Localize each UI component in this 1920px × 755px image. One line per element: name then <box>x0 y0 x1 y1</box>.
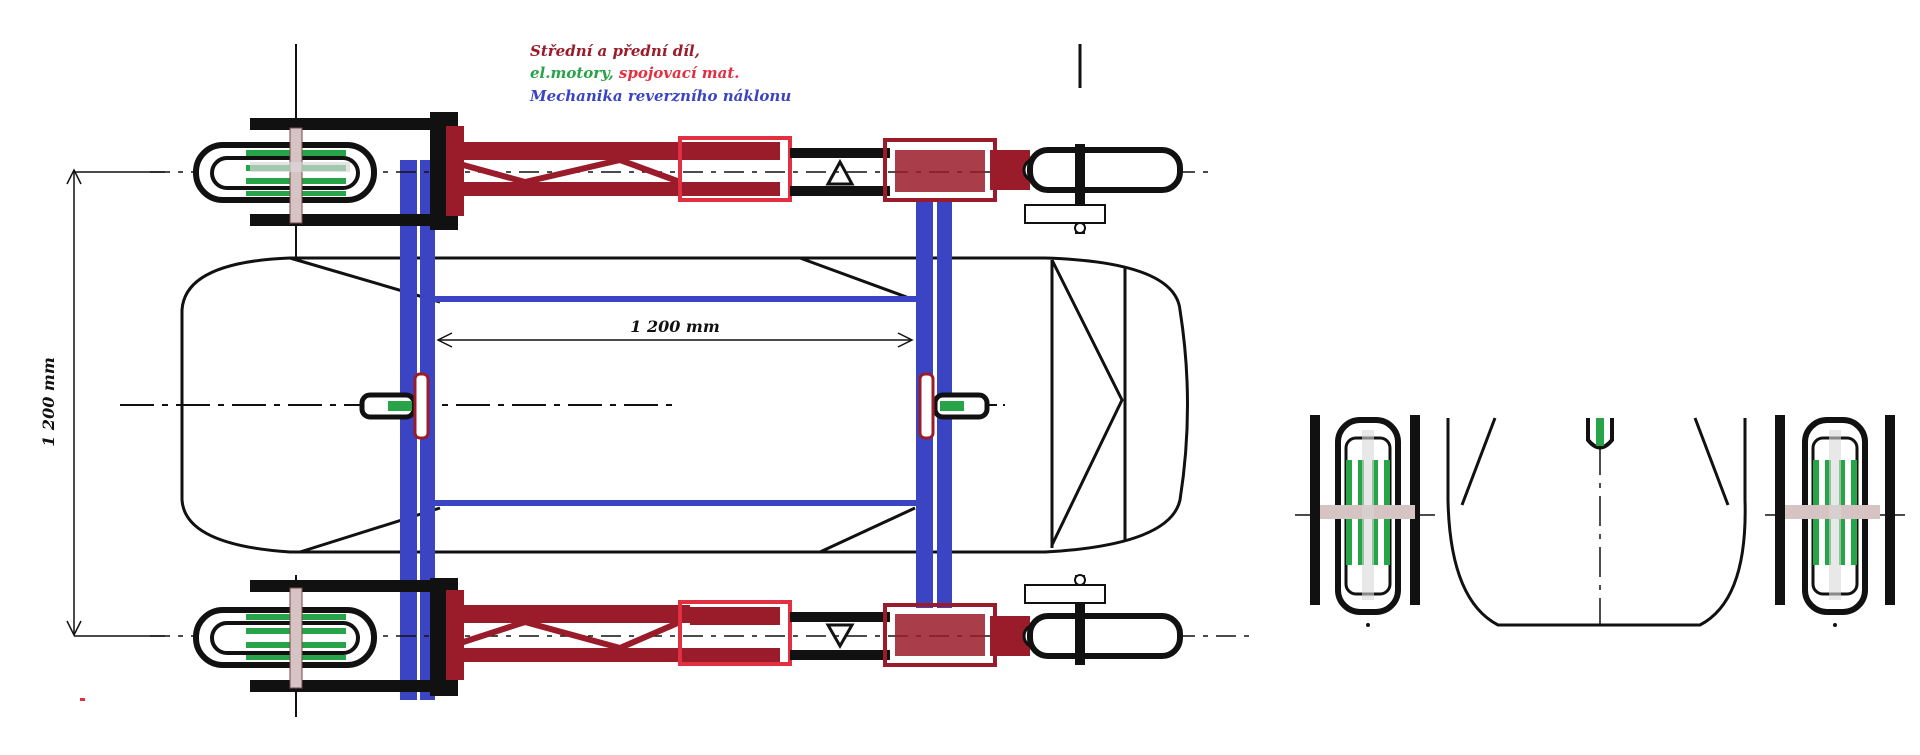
front-view-right-wheel <box>1765 415 1905 627</box>
body-outline <box>180 256 1189 554</box>
front-view <box>1295 415 1905 627</box>
dimension-vertical-label: 1 200 mm <box>39 357 58 447</box>
front-view-body <box>1446 417 1747 627</box>
dimension-horizontal <box>436 332 914 348</box>
legend-fasteners-text: spojovací mat. <box>614 64 740 82</box>
top-track-assembly <box>150 44 1210 258</box>
tilt-pivot-rear <box>918 372 990 440</box>
front-view-center-motor <box>1596 418 1604 446</box>
bottom-track-assembly <box>150 574 1255 717</box>
front-view-left-wheel <box>1295 415 1435 627</box>
legend-line-frame: Střední a přední díl, <box>530 42 700 60</box>
tilt-pivot-front <box>359 372 430 440</box>
dimension-vertical <box>66 168 165 637</box>
dimension-horizontal-label: 1 200 mm <box>630 317 720 336</box>
corner-mark <box>80 698 85 701</box>
legend-motors-text: el.motory, <box>530 64 614 82</box>
legend-line-motors: el.motory, spojovací mat. <box>530 64 740 82</box>
legend-line-tilt: Mechanika reverzního náklonu <box>529 87 791 105</box>
